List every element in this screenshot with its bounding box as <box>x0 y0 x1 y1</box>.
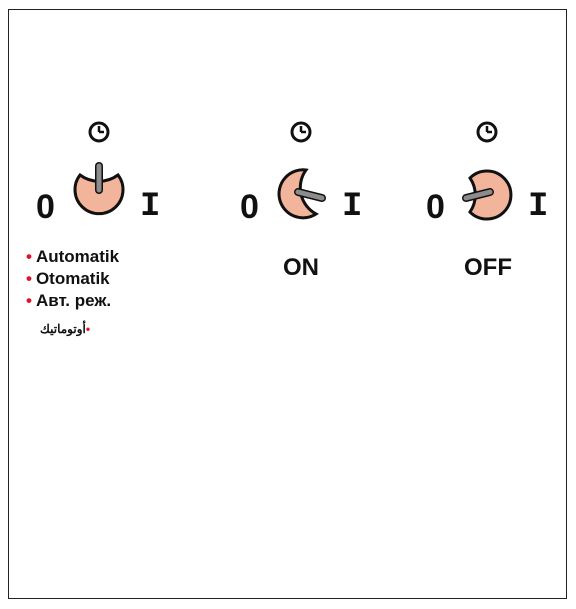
switch-graphic <box>462 121 513 221</box>
bullet-icon: • <box>26 247 32 266</box>
switch-off: 0 I <box>422 118 576 228</box>
automatic-mode-labels: •Automatik •Otomatik •Авт. реж. •أوتومات… <box>26 246 119 340</box>
switch-knob <box>73 172 125 216</box>
position-one-label: I <box>140 188 161 226</box>
clock-icon <box>290 121 312 143</box>
switch-graphic <box>277 121 326 220</box>
bullet-icon: • <box>26 291 32 310</box>
position-one-label: I <box>528 188 549 226</box>
bullet-icon: • <box>26 269 32 288</box>
position-one-label: I <box>342 188 363 226</box>
switch-on: 0 I <box>236 118 406 228</box>
list-item: •Авт. реж. <box>26 290 119 312</box>
position-zero-label: 0 <box>36 188 55 226</box>
list-item-label: Otomatik <box>35 269 110 288</box>
list-item-label: أوتوماتيك <box>40 322 86 336</box>
mode-label-off: OFF <box>464 254 512 281</box>
position-zero-label: 0 <box>426 188 445 226</box>
list-item: •أوتوماتيك <box>40 318 94 340</box>
list-item: •Otomatik <box>26 268 119 290</box>
clock-icon <box>476 121 498 143</box>
switch-graphic <box>73 121 125 216</box>
diagram-frame <box>8 9 567 599</box>
list-item: •Automatik <box>26 246 119 268</box>
list-item-label: Авт. реж. <box>35 291 112 310</box>
position-zero-label: 0 <box>240 188 259 226</box>
switch-automatic: 0 I <box>34 118 204 228</box>
clock-icon <box>88 121 110 143</box>
mode-label-on: ON <box>283 254 319 281</box>
bullet-icon: • <box>85 322 91 336</box>
list-item-label: Automatik <box>35 247 120 266</box>
